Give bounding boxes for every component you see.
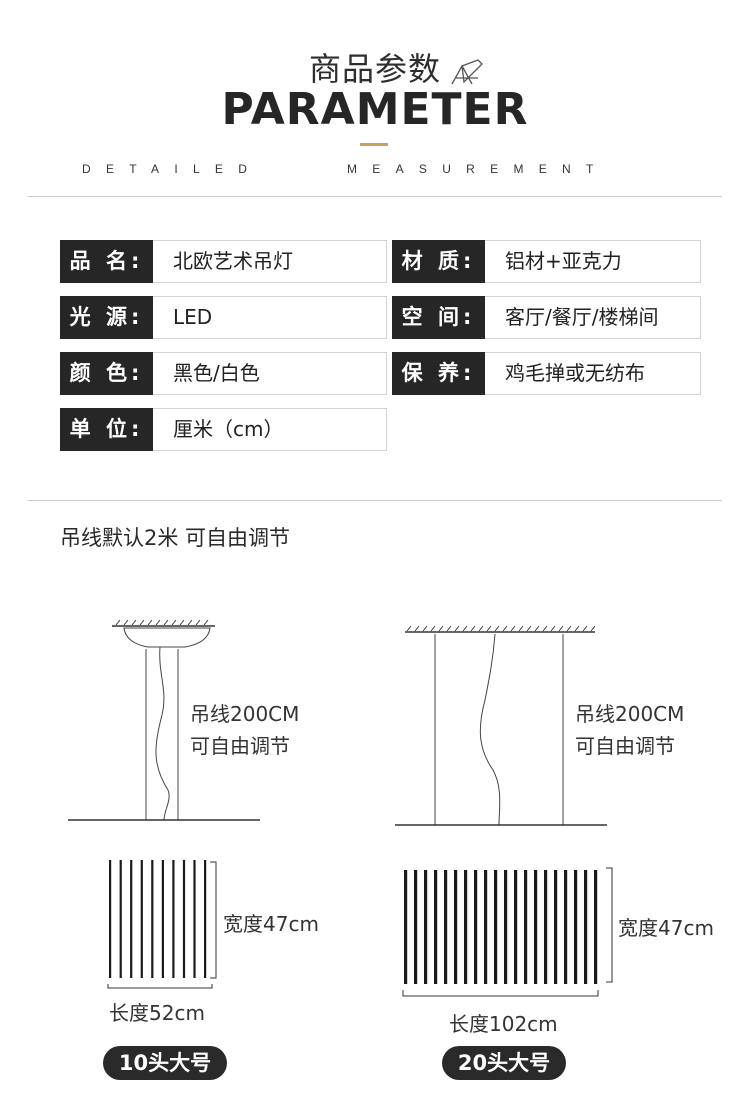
lamp-bar bbox=[464, 870, 468, 984]
lamp-bar bbox=[554, 870, 558, 984]
param-value: 铝材+亚克力 bbox=[485, 240, 701, 283]
lamp-bar bbox=[424, 870, 428, 984]
lamp-bar bbox=[130, 860, 133, 978]
divider-top bbox=[27, 196, 722, 197]
lamp-bar bbox=[594, 870, 598, 984]
lamp-bar bbox=[119, 860, 122, 978]
param-row-unit: 单 位: 厘米（cm） bbox=[60, 408, 387, 451]
param-label: 单 位: bbox=[60, 408, 153, 451]
param-value: LED bbox=[153, 296, 387, 339]
param-label: 保 养: bbox=[392, 352, 485, 395]
lamp-bar bbox=[584, 870, 588, 984]
lamp-bar bbox=[574, 870, 578, 984]
subtitle-detailed: DETAILED bbox=[82, 162, 263, 176]
lamp-bar bbox=[534, 870, 538, 984]
lamp-bar bbox=[484, 870, 488, 984]
lamp-bar bbox=[182, 860, 186, 978]
subtitle-measurement: MEASUREMENT bbox=[347, 162, 609, 176]
lamp-bar bbox=[564, 870, 568, 984]
lamp-bar bbox=[414, 870, 418, 984]
param-value: 黑色/白色 bbox=[153, 352, 387, 395]
cable-adjust-label: 可自由调节 bbox=[575, 734, 675, 758]
lamp-bar bbox=[193, 860, 196, 978]
top-view-diagram-10 bbox=[107, 860, 217, 989]
lamp-bar bbox=[172, 860, 175, 978]
param-value: 厘米（cm） bbox=[153, 408, 387, 451]
page-title-cn: 商品参数 bbox=[308, 50, 441, 88]
side-view-diagram-10 bbox=[68, 619, 260, 821]
lamp-bar bbox=[544, 870, 548, 984]
lamp-bar bbox=[204, 860, 207, 978]
cable-length-label: 吊线200CM bbox=[575, 702, 685, 726]
divider-middle bbox=[27, 500, 722, 501]
lamp-bar bbox=[494, 870, 498, 984]
param-label: 颜 色: bbox=[60, 352, 153, 395]
pencil-sketch-icon bbox=[451, 59, 483, 85]
param-value: 客厅/餐厅/楼梯间 bbox=[485, 296, 701, 339]
param-label: 空 间: bbox=[392, 296, 485, 339]
lamp-bar bbox=[504, 870, 508, 984]
lamp-bar bbox=[444, 870, 448, 984]
param-row-light-source: 光 源: LED bbox=[60, 296, 387, 339]
lamp-bar bbox=[140, 860, 143, 978]
length-label: 长度52cm bbox=[109, 1001, 205, 1025]
model-badge: 10头大号 bbox=[103, 1046, 227, 1080]
cable-adjust-label: 可自由调节 bbox=[190, 734, 290, 758]
param-value: 鸡毛掸或无纺布 bbox=[485, 352, 701, 395]
lamp-bar bbox=[404, 870, 408, 984]
width-label: 宽度47cm bbox=[223, 912, 319, 936]
cable-length-label: 吊线200CM bbox=[190, 702, 300, 726]
length-label: 长度102cm bbox=[449, 1012, 558, 1036]
lamp-bar bbox=[161, 860, 164, 978]
lamp-bar bbox=[474, 870, 478, 984]
lamp-bar bbox=[524, 870, 528, 984]
param-label: 材 质: bbox=[392, 240, 485, 283]
top-view-diagram-20 bbox=[402, 867, 613, 997]
param-row-material: 材 质: 铝材+亚克力 bbox=[392, 240, 701, 283]
lamp-bar bbox=[434, 870, 438, 984]
lamp-bar bbox=[109, 860, 112, 978]
param-row-maintenance: 保 养: 鸡毛掸或无纺布 bbox=[392, 352, 701, 395]
lamp-bar bbox=[514, 870, 518, 984]
title-accent-line bbox=[360, 143, 388, 146]
side-view-diagram-20 bbox=[395, 625, 607, 826]
param-row-color: 颜 色: 黑色/白色 bbox=[60, 352, 387, 395]
lamp-bar bbox=[454, 870, 458, 984]
width-label: 宽度47cm bbox=[618, 916, 714, 940]
model-badge: 20头大号 bbox=[442, 1046, 566, 1080]
param-label: 光 源: bbox=[60, 296, 153, 339]
param-row-space: 空 间: 客厅/餐厅/楼梯间 bbox=[392, 296, 701, 339]
param-row-name: 品 名: 北欧艺术吊灯 bbox=[60, 240, 387, 283]
param-value: 北欧艺术吊灯 bbox=[153, 240, 387, 283]
param-label: 品 名: bbox=[60, 240, 153, 283]
page-title-en: PARAMETER bbox=[221, 84, 529, 135]
lamp-bar bbox=[151, 860, 154, 978]
cable-note: 吊线默认2米 可自由调节 bbox=[60, 526, 291, 550]
